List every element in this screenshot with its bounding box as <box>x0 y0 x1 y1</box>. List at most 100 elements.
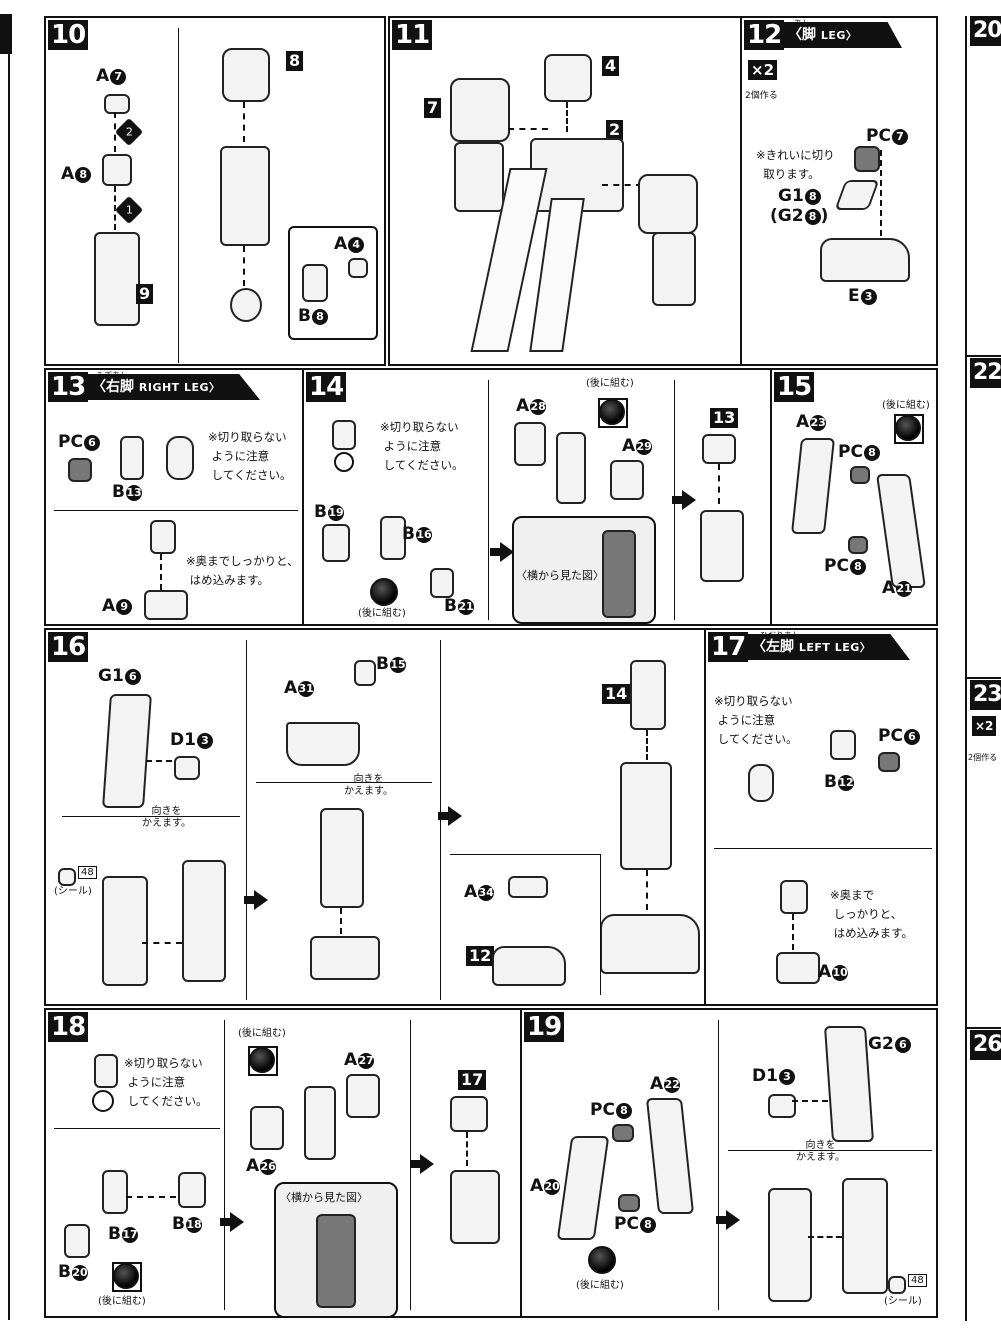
column-divider <box>246 640 247 1000</box>
b13-shape <box>120 436 144 480</box>
step-12-panel: 12 あし 〈脚 LEG〉 ×2 2個作る PC7 ※きれいに切り 取ります。 … <box>740 16 938 366</box>
runner-part-shape <box>332 420 356 450</box>
foot-12-shape <box>492 946 566 986</box>
column-divider <box>488 380 489 620</box>
runner-ring-shape <box>92 1090 114 1112</box>
b15-shape <box>354 660 376 686</box>
part-label-a10: A10 <box>818 962 849 982</box>
head-4-shape <box>544 54 592 102</box>
part-label-a28: A28 <box>516 396 547 416</box>
joint-shape <box>230 288 262 322</box>
b21-shape <box>430 568 454 598</box>
step-title: 〈左脚 LEFT LEG〉 <box>746 634 910 660</box>
step-number: 18 <box>48 1012 89 1042</box>
part-label-a34: A34 <box>464 882 495 902</box>
turn-note: 向きを かえます。 <box>142 806 191 829</box>
b18-shape <box>178 1172 206 1208</box>
turn-note: 向きを かえます。 <box>796 1140 845 1163</box>
foot-shape <box>600 914 700 974</box>
a28-shape <box>514 422 546 466</box>
leg-right-lower-shape <box>652 232 696 306</box>
step-number: 16 <box>48 632 89 662</box>
joint-shape <box>150 520 176 554</box>
sticker-icon <box>888 1276 906 1294</box>
assembly-line <box>566 102 568 132</box>
section-divider <box>62 816 240 817</box>
g16-shape <box>102 694 152 808</box>
assembly-line <box>646 730 648 760</box>
pc8-shape <box>618 1194 640 1212</box>
step-number: 13 <box>48 372 89 402</box>
later-marker-icon <box>113 1263 139 1289</box>
leg-front-shape <box>768 1188 812 1302</box>
runner-part-shape <box>94 1054 118 1088</box>
foot-e3-shape <box>820 238 910 282</box>
b16-shape <box>380 516 406 560</box>
leg-frame-shape <box>700 510 744 582</box>
sticker-icon <box>58 868 76 886</box>
step-17-panel: 17 ひだりあし 〈左脚 LEFT LEG〉 ※切り取らない ように注意 してく… <box>704 628 938 1006</box>
step-number: 11 <box>392 20 433 50</box>
assembly-line <box>792 914 794 950</box>
leg-upper-shape <box>630 660 666 730</box>
part-label-b17: B17 <box>108 1224 138 1244</box>
assembly-line <box>126 1196 176 1198</box>
ref-12: 12 <box>466 946 495 966</box>
g18-shape <box>834 180 880 210</box>
sticker-label: (シール) <box>884 1296 922 1307</box>
side-view-label: 〈横から見た図〉 <box>280 1191 368 1204</box>
assembly-line <box>160 554 162 590</box>
previous-page-edge <box>0 0 12 1332</box>
ref-13: 13 <box>710 408 739 428</box>
b13-runner-shape <box>166 436 194 480</box>
next-arrow-icon <box>410 1154 434 1174</box>
ref-7: 7 <box>424 98 442 118</box>
leg-back-shape <box>842 1178 888 1294</box>
g26-shape <box>823 1026 875 1142</box>
column-divider <box>440 640 441 1000</box>
detail-frame <box>450 854 601 995</box>
press-note: ※奥までしっかりと、 はめ込みます。 <box>186 554 299 587</box>
a21-shape <box>875 474 927 588</box>
next-arrow-icon <box>672 490 696 510</box>
cut-note: ※きれいに切り 取ります。 <box>756 148 835 181</box>
next-arrow-icon <box>490 542 514 562</box>
wing-right-shape <box>529 198 585 352</box>
step-18-panel: 18 ※切り取らない ように注意 してください。 B17 B18 B20 (後に… <box>44 1008 522 1318</box>
section-divider <box>256 782 432 783</box>
edge-x2-note: 2個作る <box>968 753 998 762</box>
later-note: (後に組む) <box>98 1296 146 1307</box>
ref-14: 14 <box>602 684 631 704</box>
assembly-line <box>243 246 245 286</box>
runner-ring-shape <box>334 452 354 472</box>
step-number: 10 <box>48 20 89 50</box>
runner-part-shape <box>748 764 774 802</box>
no-cut-note: ※切り取らない ように注意 してください。 <box>714 694 798 746</box>
part-label-a31: A31 <box>284 678 315 698</box>
part-a7-shape <box>104 94 130 114</box>
pc6-shape <box>68 458 92 482</box>
d13-shape <box>768 1094 796 1118</box>
leg-lower-shape <box>620 762 672 870</box>
part-label-a27: A27 <box>344 1050 375 1070</box>
next-arrow-icon <box>220 1212 244 1232</box>
step-number: 12 <box>744 20 785 50</box>
a10-shape <box>776 952 820 984</box>
part-label-a26: A26 <box>246 1156 277 1176</box>
part-label-a29: A29 <box>622 436 653 456</box>
b17-shape <box>102 1170 128 1214</box>
later-note: (後に組む) <box>586 378 634 389</box>
pc6-shape <box>878 752 900 772</box>
no-cut-note: ※切り取らない ように注意 してください。 <box>208 430 292 482</box>
step-number: 19 <box>524 1012 565 1042</box>
later-note: (後に組む) <box>882 400 930 411</box>
joint-shape <box>702 434 736 464</box>
